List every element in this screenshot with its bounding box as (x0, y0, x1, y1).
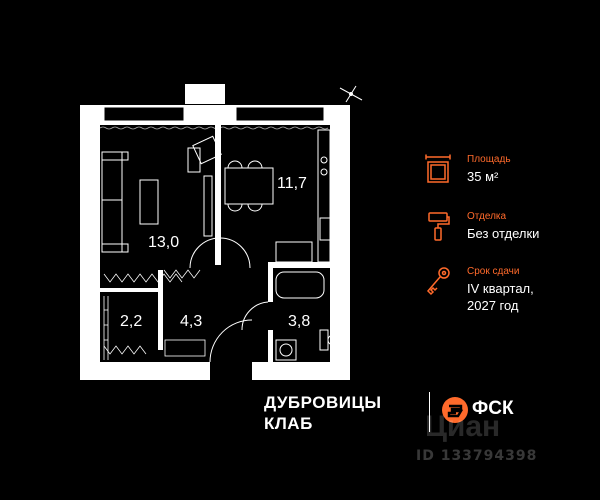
windows (103, 106, 325, 122)
compass-icon (339, 85, 363, 103)
room-area-storage: 2,2 (120, 313, 143, 330)
paint-roller-icon (428, 212, 450, 241)
delivery-caption: Срок сдачи (467, 266, 520, 277)
dining-table-icon (224, 160, 274, 212)
coffee-table-icon (139, 179, 159, 225)
delivery-value: IV квартал, 2027 год (467, 280, 534, 314)
project-logo: ДУБРОВИЦЫ КЛАБ (264, 392, 382, 434)
room-area-hall: 4,3 (180, 313, 203, 330)
watermark-text: Циан (425, 410, 501, 443)
sofa-icon (101, 151, 129, 253)
bathtub-icon (275, 271, 325, 299)
wardrobe-icon (103, 269, 206, 357)
fsk-logo-icon (442, 397, 468, 423)
area-value: 35 м² (467, 169, 499, 184)
toilet-icon (319, 329, 345, 351)
finish-caption: Отделка (467, 211, 507, 222)
delivery-value-line2: 2027 год (467, 298, 519, 313)
room-area-bathroom: 3,8 (288, 313, 311, 330)
floor-plan-icon (425, 154, 451, 183)
shelves-icon (103, 296, 109, 360)
door-swings (189, 237, 269, 363)
watermark-id: ID 133794398 (416, 448, 538, 464)
key-icon (426, 267, 450, 296)
kitchen-counter-icon (275, 129, 338, 263)
room-area-living: 13,0 (148, 234, 180, 251)
finish-value: Без отделки (467, 226, 540, 241)
room-area-kitchen: 11,7 (277, 175, 307, 192)
project-name-line1: ДУБРОВИЦЫ (264, 393, 382, 412)
area-caption: Площадь (467, 154, 511, 165)
developer-name: ФСК (472, 398, 514, 419)
desk-icon (187, 135, 222, 237)
washing-machine-icon (275, 339, 297, 361)
delivery-value-line1: IV квартал, (467, 281, 534, 296)
project-name-line2: КЛАБ (264, 414, 313, 433)
brand-divider (429, 392, 430, 432)
interior-walls (100, 125, 330, 362)
